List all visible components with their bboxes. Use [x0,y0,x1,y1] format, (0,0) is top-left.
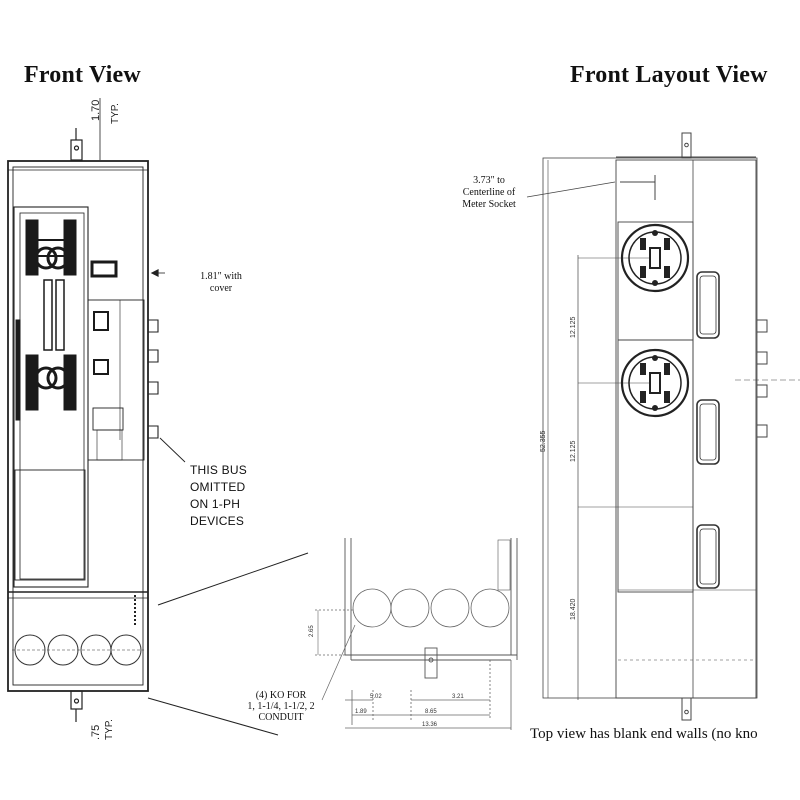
centerline-note-line: Meter Socket [462,199,516,210]
meter-jaws [15,219,118,421]
layout-dim-upper: 12.125 [570,316,577,338]
layout-top-tab [681,132,692,159]
bus-note-line: ON 1-PH [190,497,241,511]
cover-note-line-2: cover [209,283,233,294]
layout-dim-overall: 52.355 [540,430,547,452]
detail-dim-3-21: 3.21 [452,694,464,700]
cover-note-line-1: 1.81" with [200,271,242,282]
top-detail-knockouts [315,588,512,730]
centerline-note-line: 3.73" to [473,175,505,186]
bus-note-line: THIS BUS [190,463,247,477]
bottom-dim-note: TYP. [104,719,115,740]
detail-dim-13-36: 13.36 [422,722,438,728]
footer-caption: Top view has blank end walls (no kno [530,726,758,742]
detail-dim-2-65: 2.65 [309,625,315,637]
bus-note-line: DEVICES [190,514,245,528]
bottom-dim-text: .75 [90,725,102,740]
detail-dim-5-02: 5.02 [370,694,382,700]
breaker-handle [696,271,720,339]
detail-dim-1-89: 1.89 [355,709,367,715]
meter-socket-lower [620,348,690,418]
top-dim-note: TYP. [110,103,121,124]
top-dim-text: 1.70 [90,100,102,121]
knockout-note-line: 1, 1-1/4, 1-1/2, 2 [247,701,315,712]
detail-dim-8-65: 8.65 [425,709,437,715]
bus-note-line: OMITTED [190,480,246,494]
bus-omitted-note: THIS BUS OMITTED ON 1-PH DEVICES [190,462,247,530]
knockout-note-line: CONDUIT [258,712,304,723]
knockout-note-line: (4) KO FOR [255,690,307,701]
breaker-handle [696,524,720,589]
layout-dim-lower: 18.420 [570,598,577,620]
front-knockouts [12,634,144,666]
cover-note: 1.81" with cover [186,271,256,295]
meter-socket-upper [620,223,690,293]
layout-enclosure [615,159,757,699]
knockout-note: (4) KO FOR 1, 1-1/4, 1-1/2, 2 CONDUIT [226,690,336,723]
layout-dim-middle: 12.125 [570,440,577,462]
front-layout-view-title: Front Layout View [570,62,768,88]
centerline-note-line: Centerline of [462,187,516,198]
breaker-handle [696,399,720,465]
front-view-title: Front View [24,62,141,88]
centerline-note: 3.73" to Centerline of Meter Socket [444,175,534,211]
